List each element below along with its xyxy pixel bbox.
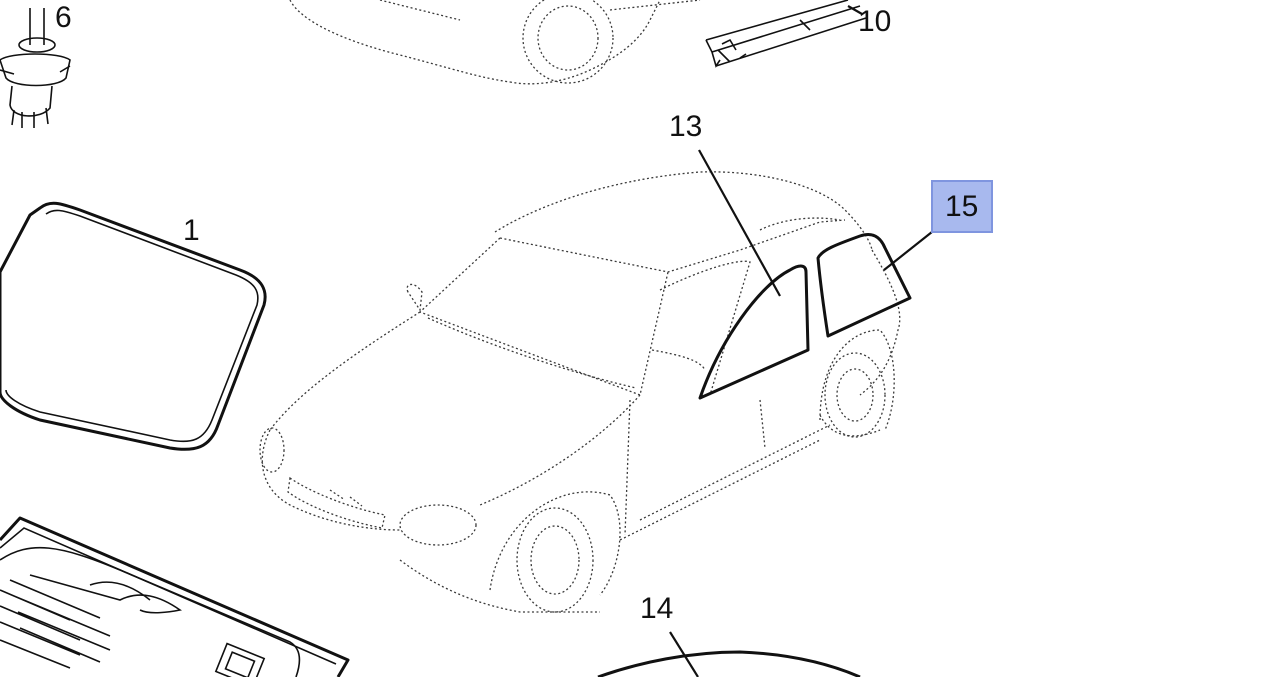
leader-line-10 xyxy=(847,5,863,15)
callout-14[interactable]: 14 xyxy=(640,592,674,625)
leader-line-14 xyxy=(669,631,699,677)
part-13-side-window[interactable] xyxy=(698,264,810,400)
callout-15-selected[interactable]: 15 xyxy=(931,180,994,233)
callout-6[interactable]: 6 xyxy=(55,1,72,34)
main-car-outline xyxy=(259,171,901,613)
callout-13[interactable]: 13 xyxy=(669,110,703,143)
part-1-windscreen-glass[interactable] xyxy=(0,201,267,451)
top-car-outline xyxy=(289,0,701,85)
part-6-clip-fastener[interactable] xyxy=(0,8,71,128)
part-15-quarter-glass[interactable] xyxy=(816,233,912,338)
instruction-leaflet[interactable] xyxy=(0,516,350,677)
part-10-moulding-strip[interactable] xyxy=(705,0,867,68)
callout-10[interactable]: 10 xyxy=(858,5,892,38)
part-14-rear-glass[interactable] xyxy=(597,650,861,677)
callout-1[interactable]: 1 xyxy=(183,214,200,247)
leader-line-13 xyxy=(698,149,781,297)
